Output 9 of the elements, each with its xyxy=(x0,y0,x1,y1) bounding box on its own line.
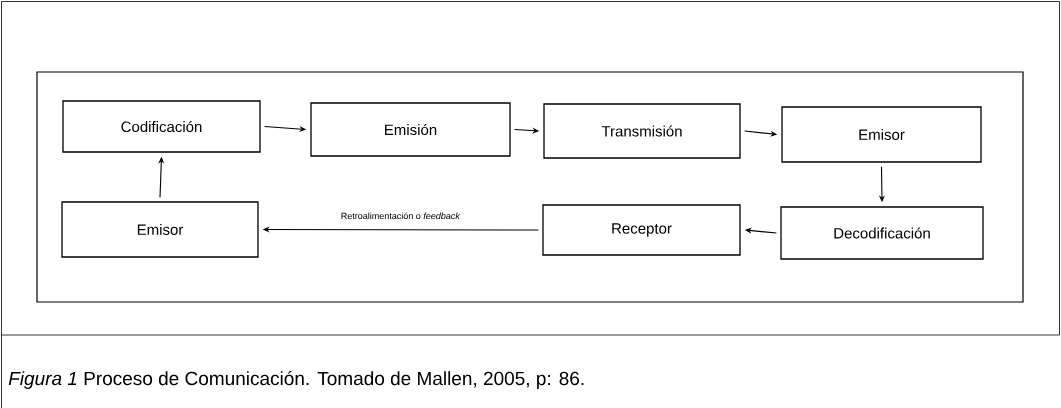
process-box: Decodificación xyxy=(780,206,984,260)
process-box: Emisión xyxy=(310,102,511,157)
caption: Figura 1 Proceso de Comunicación. Tomado de Mallen, 2005, p: 86. xyxy=(8,371,584,389)
process-box: Receptor xyxy=(542,204,741,256)
process-box: Codificación xyxy=(62,100,261,153)
process-box: Emisor xyxy=(781,106,982,163)
process-box: Emisor xyxy=(61,201,259,258)
edge-label: Retroalimentación o feedback xyxy=(341,212,461,220)
process-box: Transmisión xyxy=(543,103,741,159)
